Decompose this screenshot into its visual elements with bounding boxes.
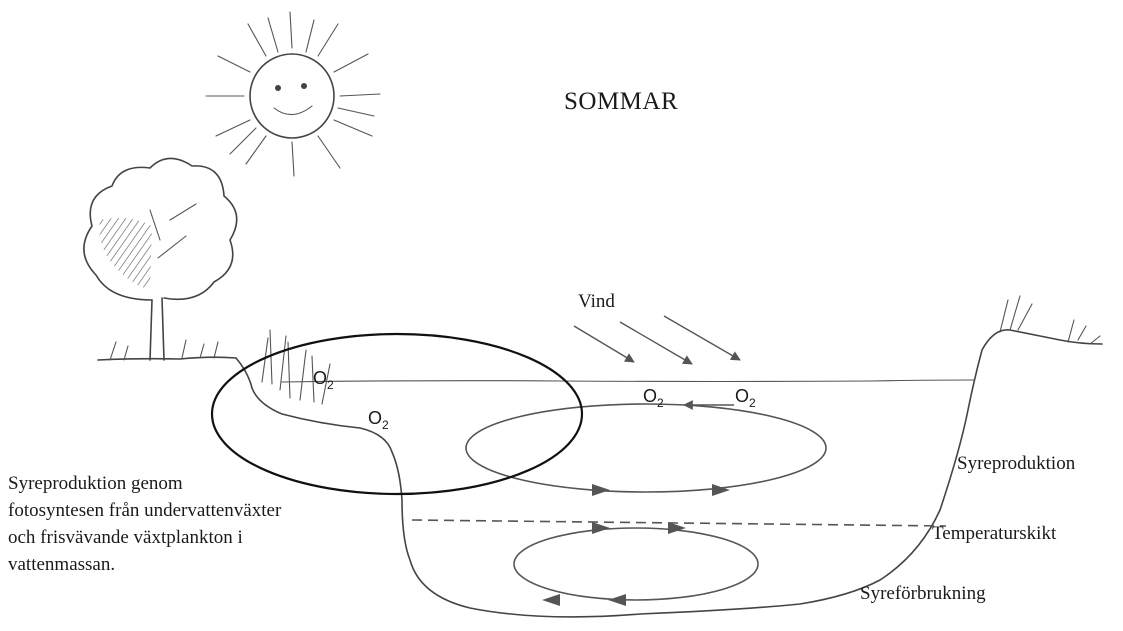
tree-icon [83,157,238,361]
thermocline-label: Temperaturskikt [932,523,1057,544]
grass-icon [999,295,1101,345]
note-line: och frisvävande växtplankton i [8,527,243,548]
thermocline-line [411,519,947,527]
wind-label: Vind [578,291,615,312]
oxygen-label: O2 [643,386,664,410]
note-line: Syreproduktion genom [8,473,183,494]
lower-circulation [513,522,759,606]
oxygen-label: O2 [735,386,756,410]
upper-circulation [465,403,827,496]
grass-icon [97,329,331,405]
note-line: fotosyntesen från undervattenväxter [8,500,282,521]
lake-outline [235,329,1103,618]
wind-arrows [573,315,741,365]
water-surface [281,379,976,383]
littoral-highlight [210,332,584,496]
oxygen-production-label: Syreproduktion [957,453,1076,474]
note-line: vattenmassan. [8,554,116,575]
sun-icon [205,11,381,177]
oxygen-label: O2 [368,408,389,432]
season-title: SOMMAR [564,88,679,115]
oxygen-consumption-label: Syreförbrukning [860,583,986,604]
oxygen-label: O2 [313,368,334,392]
photosynthesis-note: Syreproduktion genom fotosyntesen från u… [8,470,281,578]
